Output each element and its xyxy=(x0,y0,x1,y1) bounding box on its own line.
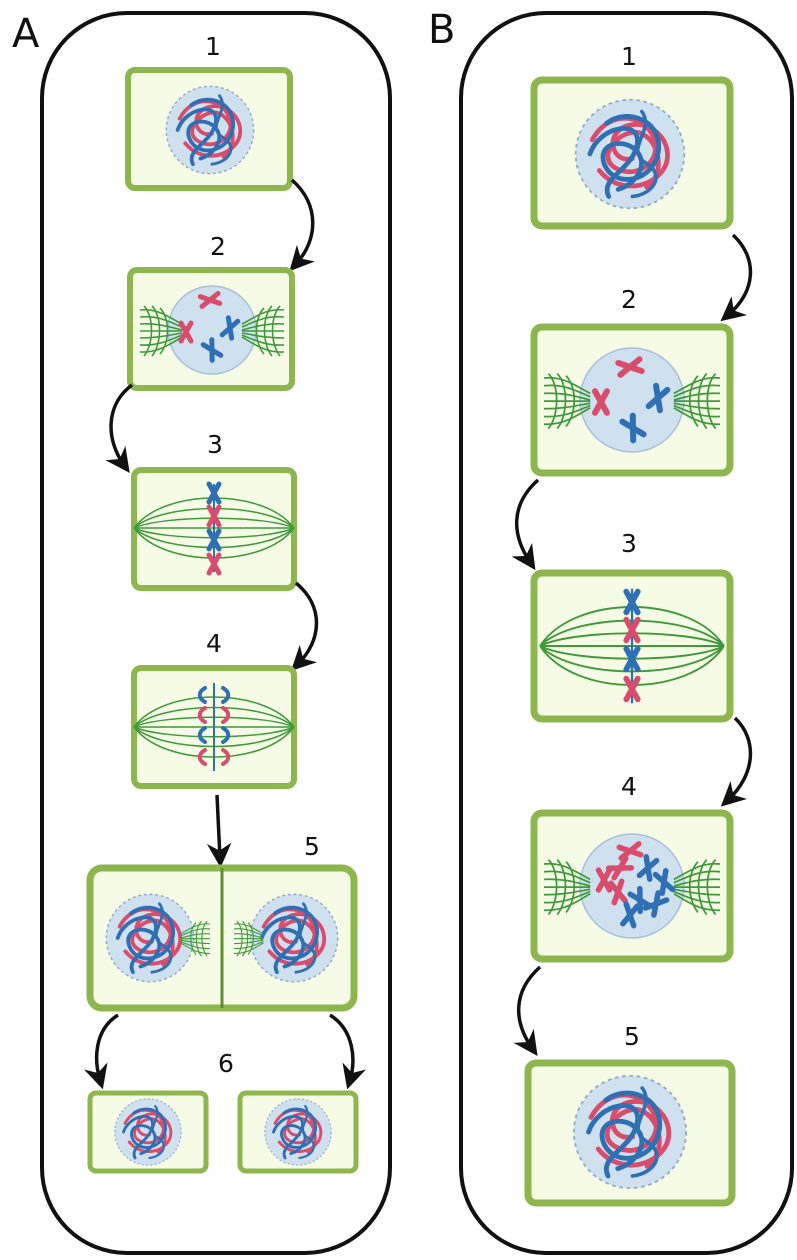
panel-b-label: B xyxy=(428,7,456,53)
arrow-icon xyxy=(84,1013,120,1090)
cell-a5 xyxy=(86,864,358,1012)
cell-a2 xyxy=(127,267,295,391)
arrow-icon xyxy=(105,383,134,473)
cell-b2 xyxy=(530,323,734,477)
cell-b5 xyxy=(524,1059,736,1207)
cell-a6-left xyxy=(87,1090,209,1174)
arrow-icon xyxy=(720,233,753,322)
cell-b1 xyxy=(530,76,734,230)
arrow-icon xyxy=(329,1013,366,1090)
step-label: 6 xyxy=(218,1049,234,1078)
arrow-icon xyxy=(513,965,542,1057)
step-label: 2 xyxy=(210,232,226,261)
step-label: 1 xyxy=(205,32,221,61)
step-label: 3 xyxy=(621,529,637,558)
step-label: 5 xyxy=(624,1022,640,1051)
cell-a1 xyxy=(125,67,293,191)
arrow-icon xyxy=(291,581,319,671)
cell-b4 xyxy=(530,809,734,963)
arrow-icon xyxy=(511,478,540,571)
step-label: 1 xyxy=(621,42,637,71)
step-label: 4 xyxy=(206,629,222,658)
arrow-icon xyxy=(206,794,232,868)
step-label: 2 xyxy=(621,285,637,314)
panel-a-border xyxy=(40,11,392,1255)
cell-a6-right xyxy=(237,1090,359,1174)
arrow-icon xyxy=(289,178,315,272)
panel-a-label: A xyxy=(12,11,40,57)
step-label: 3 xyxy=(207,430,223,459)
cell-a4 xyxy=(131,665,297,789)
step-label: 4 xyxy=(621,772,637,801)
cell-a3 xyxy=(131,467,297,591)
step-label: 5 xyxy=(304,832,320,861)
arrow-icon xyxy=(720,716,753,807)
cell-b3 xyxy=(530,569,734,723)
panel-b-border xyxy=(459,11,794,1255)
